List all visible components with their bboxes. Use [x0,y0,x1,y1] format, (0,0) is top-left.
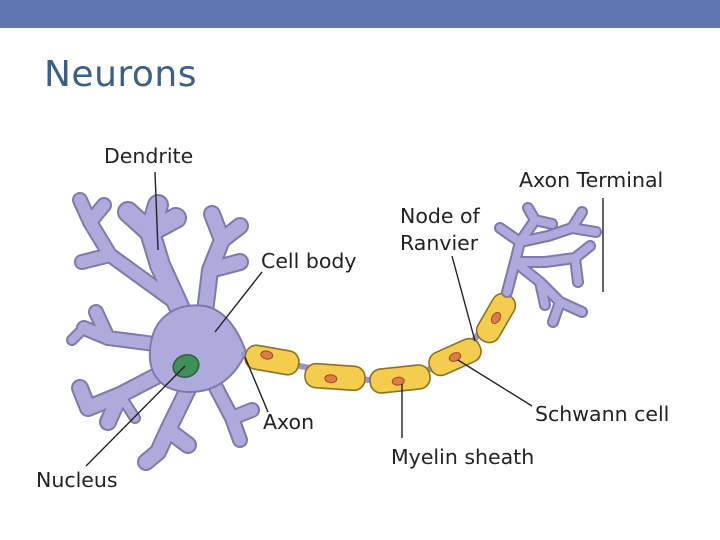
axon-terminal [494,202,602,328]
labels: Dendrite Cell body Nucleus Axon Node of … [36,144,669,492]
dendrites [66,192,260,471]
axon-leader [244,356,269,413]
cell-body-leader [214,271,263,333]
label-nucleus: Nucleus [36,468,118,492]
page-title: Neurons [44,54,198,95]
schwann-cell [428,337,482,377]
myelin-sheath [244,292,517,394]
schwann-cell [369,364,431,394]
header-bar [0,0,720,28]
label-cell-body: Cell body [261,249,357,273]
schwann-cell [475,292,517,344]
schwann-cell-leader [457,359,533,407]
label-node-of-ranvier-line1: Node of [400,204,481,228]
leader-lines [85,171,604,467]
schwann-cell [304,362,366,392]
label-myelin-sheath: Myelin sheath [391,445,534,469]
label-dendrite: Dendrite [104,144,193,168]
dendrite-leader [154,171,159,251]
nucleus-leader [85,365,186,467]
cell-body [148,304,248,394]
schwann-cell [244,344,300,376]
label-axon-terminal: Axon Terminal [519,168,663,192]
label-node-of-ranvier-line2: Ranvier [400,231,479,255]
label-axon: Axon [263,410,314,434]
node-of-ranvier-leader [451,255,476,342]
label-schwann-cell: Schwann cell [535,402,669,426]
